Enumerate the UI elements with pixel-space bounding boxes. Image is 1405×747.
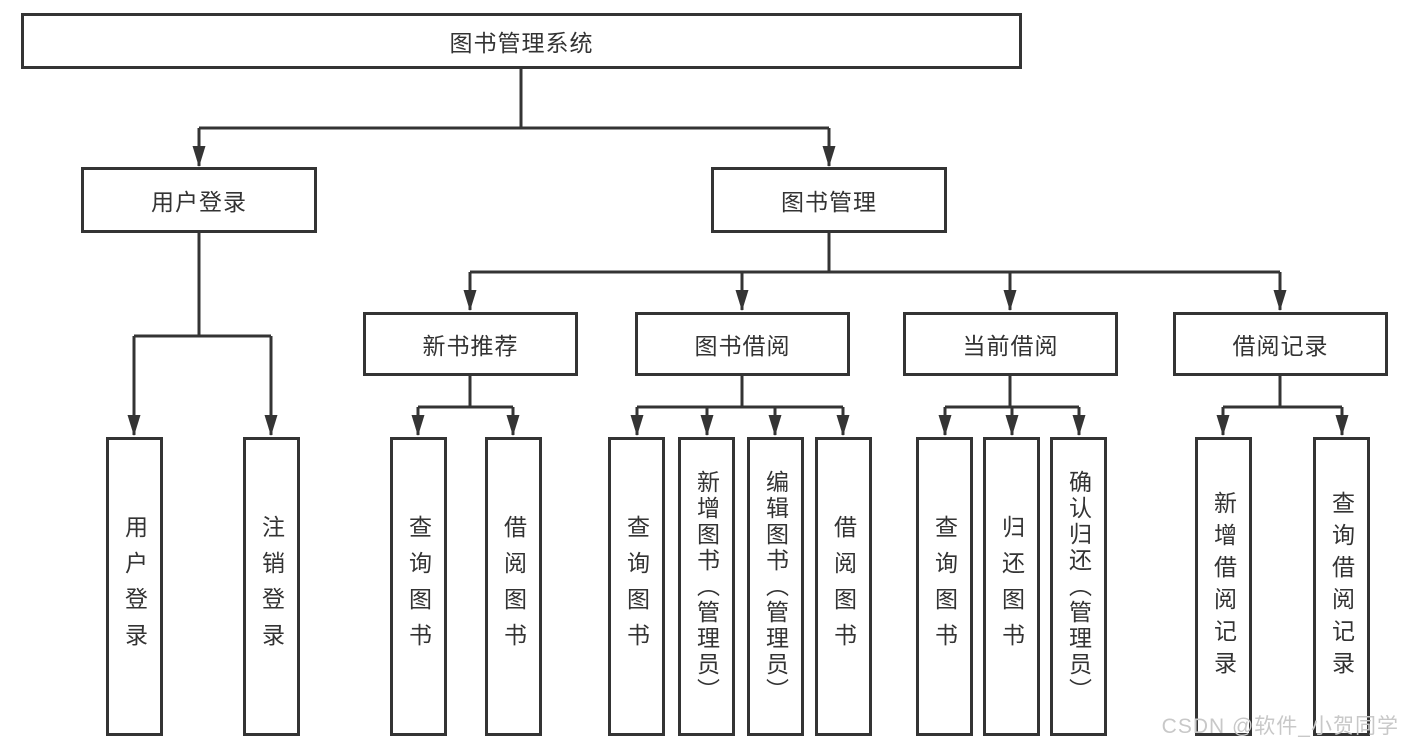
node-book-management: 图书管理 — [711, 167, 947, 233]
leaf-query-books-current: 查询图书 — [916, 437, 973, 736]
leaf-add-books-admin: 新增图书（管理员） — [678, 437, 735, 736]
leaf-query-books-borrow: 查询图书 — [608, 437, 665, 736]
node-book-borrow: 图书借阅 — [635, 312, 850, 376]
watermark: CSDN @软件_小贺同学 — [1161, 715, 1399, 738]
node-library-system: 图书管理系统 — [21, 13, 1022, 69]
leaf-add-borrow-record: 新增借阅记录 — [1195, 437, 1252, 736]
leaf-borrow-books: 借阅图书 — [815, 437, 872, 736]
node-current-borrow: 当前借阅 — [903, 312, 1118, 376]
leaf-logout: 注销登录 — [243, 437, 300, 736]
leaf-query-borrow-record: 查询借阅记录 — [1313, 437, 1370, 736]
leaf-edit-books-admin: 编辑图书（管理员） — [747, 437, 804, 736]
leaf-query-books-recommend: 查询图书 — [390, 437, 447, 736]
leaf-user-login: 用户登录 — [106, 437, 163, 736]
node-borrow-records: 借阅记录 — [1173, 312, 1388, 376]
node-new-book-recommend: 新书推荐 — [363, 312, 578, 376]
node-user-login: 用户登录 — [81, 167, 317, 233]
leaf-return-books: 归还图书 — [983, 437, 1040, 736]
leaf-borrow-books-recommend: 借阅图书 — [485, 437, 542, 736]
leaf-confirm-return-admin: 确认归还（管理员） — [1050, 437, 1107, 736]
